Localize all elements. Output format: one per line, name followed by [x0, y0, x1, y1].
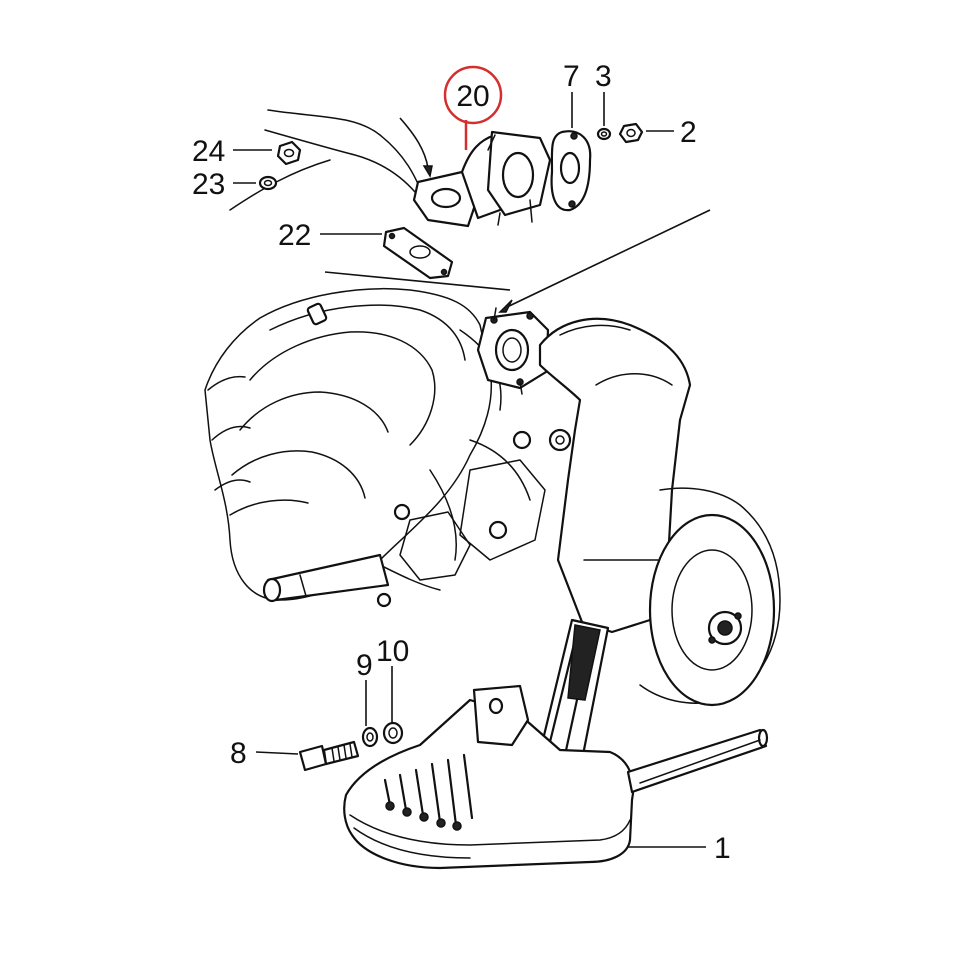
gasket-part-22[interactable] [382, 226, 454, 280]
intake-manifold-outline [229, 109, 426, 211]
gasket-part-7[interactable] [550, 130, 592, 212]
washer-part-3[interactable] [596, 127, 612, 141]
callout-7: 7 [563, 60, 580, 93]
assembly-pointer-lines [324, 117, 711, 313]
bolt-part-8[interactable] [298, 740, 360, 772]
engine-detail-bolts [376, 428, 572, 608]
muffler-part-1[interactable] [343, 684, 769, 870]
lock-washer-part-9[interactable] [361, 726, 379, 748]
callout-24: 24 [192, 135, 225, 168]
callout-labels: 24 23 22 7 3 2 9 10 8 1 [192, 60, 731, 865]
callout-23: 23 [192, 168, 225, 201]
exhaust-pipe [538, 317, 692, 762]
callout-3: 3 [595, 60, 612, 93]
exhaust-port-flange [476, 307, 550, 395]
washer-part-23[interactable] [258, 175, 278, 191]
callout-10: 10 [376, 635, 409, 668]
callout-1: 1 [714, 832, 731, 865]
callout-8: 8 [230, 737, 247, 770]
callout-20-ring [443, 65, 503, 125]
callout-20-label: 20 [456, 80, 489, 113]
callout-9: 9 [356, 649, 373, 682]
engine-crankcase [204, 288, 531, 601]
nut-part-24[interactable] [276, 140, 302, 166]
clutch-drum [639, 487, 781, 707]
nut-part-2[interactable] [618, 122, 644, 144]
engine-shaft [262, 553, 390, 603]
callout-2: 2 [680, 116, 697, 149]
callout-leader-lines [233, 92, 706, 848]
exhaust-manifold-part-20[interactable] [412, 130, 552, 228]
callout-20-highlight[interactable]: 20 [443, 65, 503, 150]
flat-washer-part-10[interactable] [382, 721, 404, 745]
callout-22: 22 [278, 219, 311, 252]
